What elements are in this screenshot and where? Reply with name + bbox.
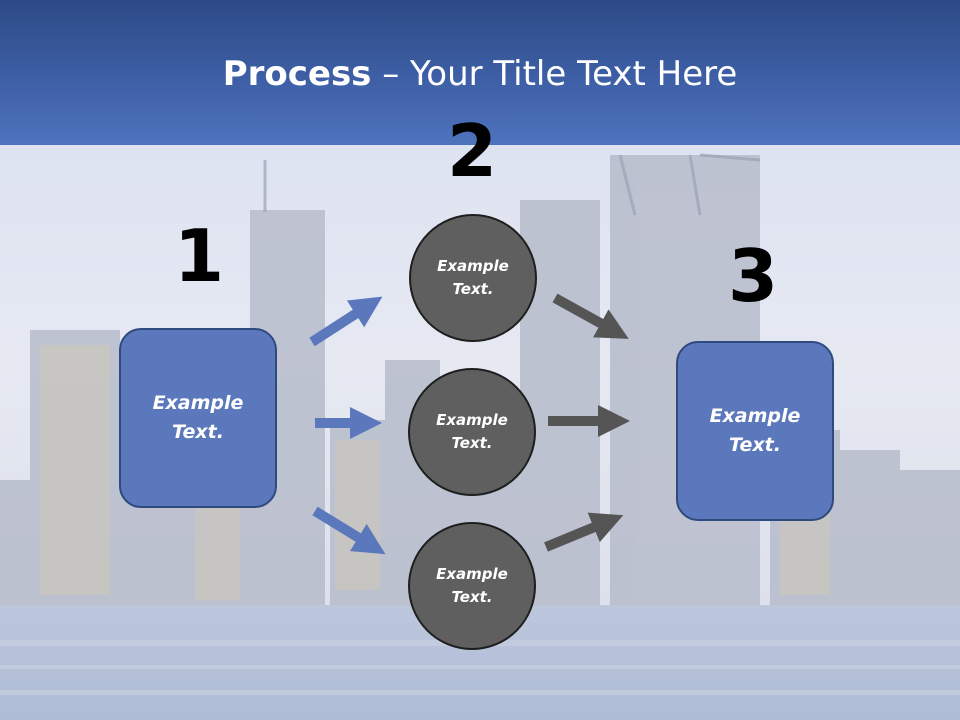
step2-circle-text: Example Text.: [437, 257, 509, 298]
title-rest: – Your Title Text Here: [371, 54, 738, 94]
arrow-from-top: [552, 293, 629, 339]
step2-circle-bottom: Example Text.: [408, 522, 536, 650]
step2-circle-middle: Example Text.: [408, 368, 536, 496]
title-bold: Process: [222, 54, 372, 94]
step2-circle-top: Example Text.: [409, 214, 537, 342]
step-number-3: 3: [727, 234, 779, 318]
step1-text: Example Text.: [152, 392, 244, 443]
step-number-1: 1: [173, 214, 225, 298]
step3-box: Example Text.: [676, 341, 834, 521]
arrow-from-bottom: [544, 512, 624, 552]
step1-box: Example Text.: [119, 328, 277, 508]
step3-text: Example Text.: [709, 405, 801, 456]
slide-title: Process – Your Title Text Here: [0, 52, 960, 96]
step-number-2: 2: [446, 109, 498, 193]
arrow-to-bottom: [312, 506, 386, 555]
step2-circle-text: Example Text.: [436, 411, 508, 452]
step2-circle-text: Example Text.: [436, 565, 508, 606]
title-band: [0, 0, 960, 145]
arrow-to-top: [309, 296, 383, 347]
